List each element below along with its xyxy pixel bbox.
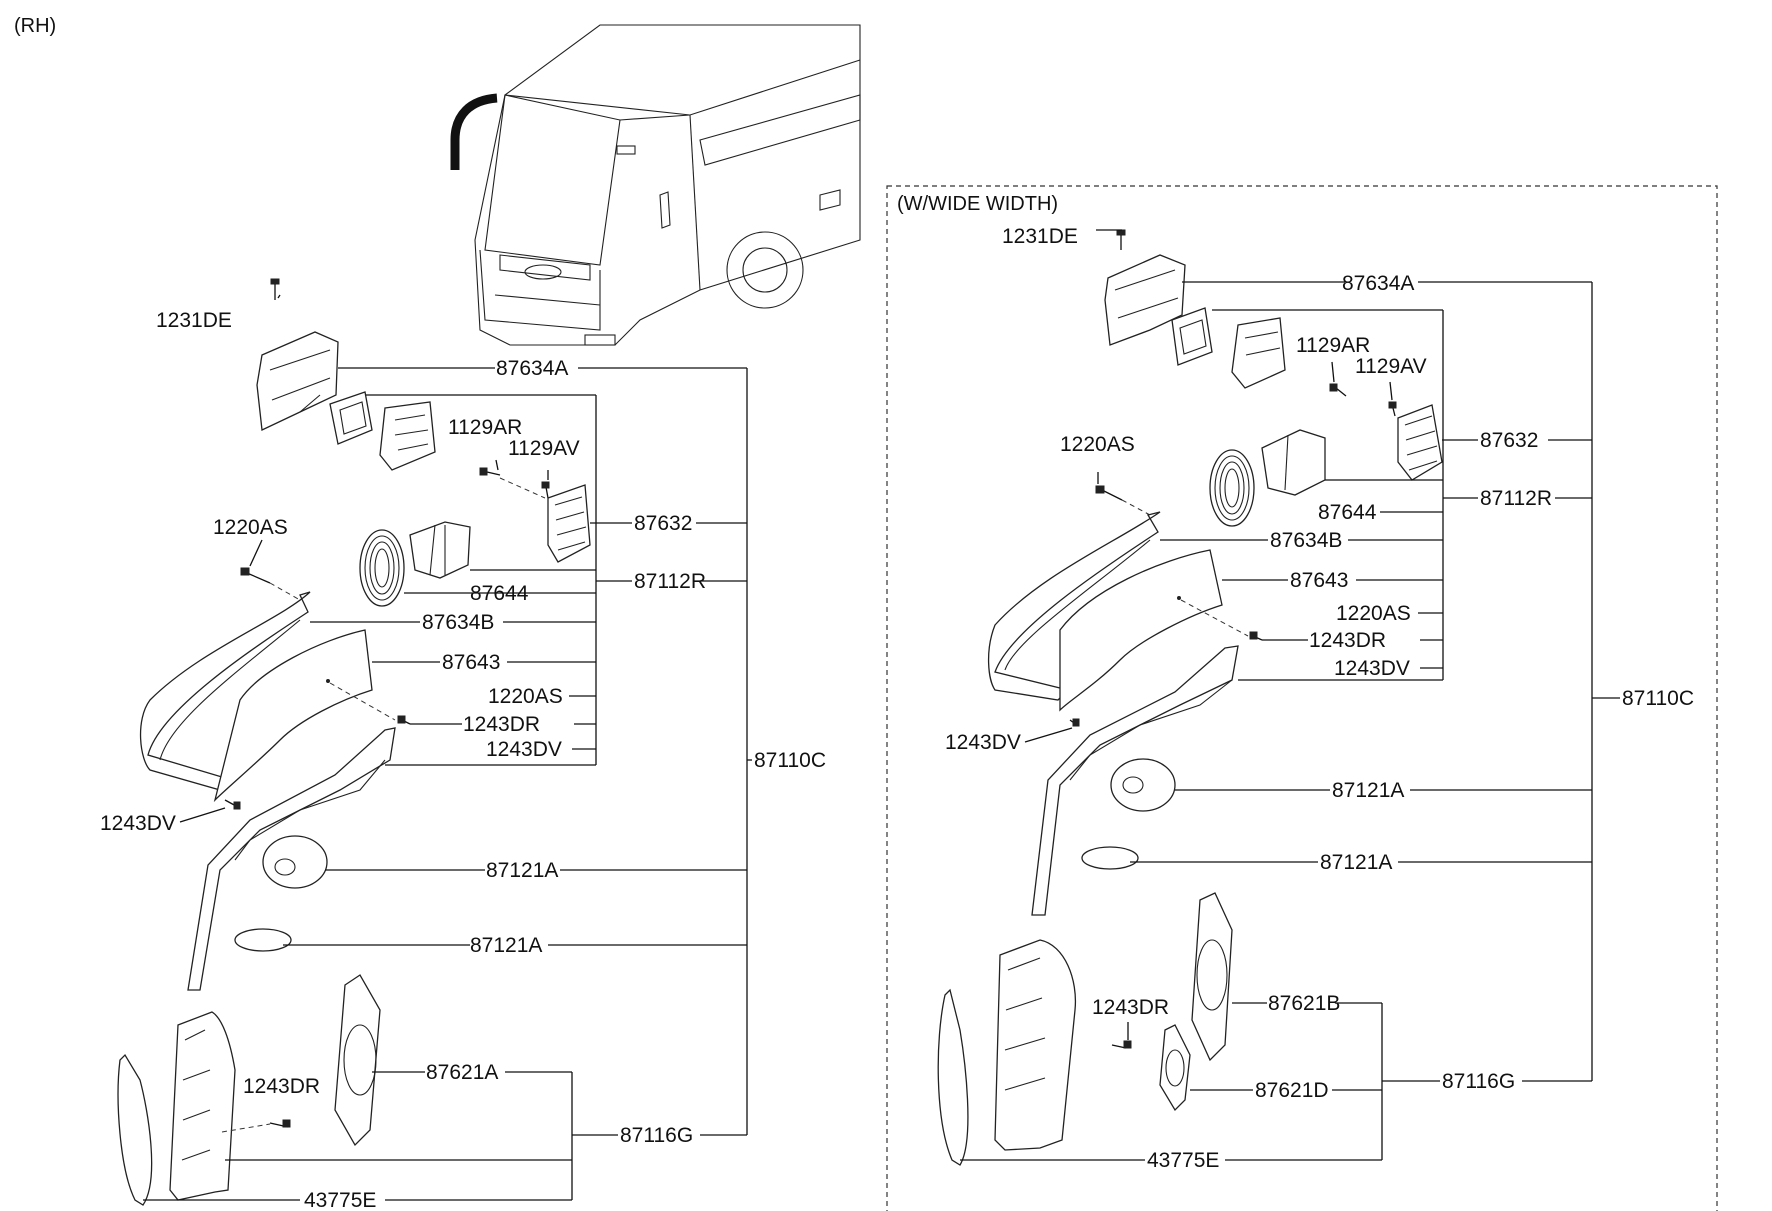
mirror-glass-upper [1191,892,1233,1062]
label-87121a-b-right: 87121A [1320,851,1392,874]
ribbed-boot [359,529,405,607]
label-1243dv-a-left: 1243DV [486,738,562,761]
label-1243dr-a-left: 1243DR [463,713,540,736]
motor-unit [1261,429,1326,496]
label-87121a-b-left: 87121A [470,934,542,957]
label-1243dv-a-right: 1243DV [1334,657,1410,680]
label-87116g-right: 87116G [1442,1070,1515,1093]
label-87632-right: 87632 [1480,429,1538,452]
label-87634b-left: 87634B [422,611,494,634]
label-87112r-left: 87112R [634,570,706,593]
mirror-body [994,939,1077,1151]
label-87643-right: 87643 [1290,569,1348,592]
label-87110c-right: 87110C [1622,687,1694,710]
mirror-housing-outer [117,1053,153,1206]
motor-unit [409,521,471,579]
actuator-block [1231,317,1286,389]
motor-plate [547,484,591,563]
bus-illustration [450,24,861,346]
mirror-glass [334,974,381,1147]
label-1129ar-left: 1129AR [448,416,522,439]
mirror-cover-part [256,331,339,431]
gasket [234,928,292,952]
mirror-arm [1031,645,1239,916]
label-87632-left: 87632 [634,512,692,535]
label-87644-right: 87644 [1318,501,1377,524]
glass-frame [1059,549,1223,712]
label-1220as-b-left: 1220AS [488,685,563,708]
right-callout-lines [960,229,1620,1161]
wide-width-box [886,185,1718,1211]
label-87116g-left: 87116G [620,1124,693,1147]
mirror-body [169,1011,236,1201]
glass-frame [213,629,373,803]
mirror-cover-part [1104,254,1186,346]
gasket [1081,846,1139,870]
housing-shell [987,511,1161,701]
label-1243dr-b-left: 1243DR [243,1075,320,1098]
label-1243dr-a-right: 1243DR [1309,629,1386,652]
right-assembly [937,229,1443,1166]
left-callout-lines [143,294,752,1201]
housing-shell [139,591,311,791]
label-87634b-right: 87634B [1270,529,1342,552]
label-43775e-right: 43775E [1147,1149,1219,1172]
label-87621a-left: 87621A [426,1061,498,1084]
label-87634a-right: 87634A [1342,272,1414,295]
left-labels: 1231DE 87634A 1129AR 1129AV 87632 1220AS… [100,309,826,1211]
mirror-base-disk [262,835,328,889]
label-1129av-left: 1129AV [508,437,580,460]
screw-1231de-left [270,278,280,300]
label-1220as-a-right: 1220AS [1060,433,1135,456]
label-87644-left: 87644 [470,582,529,605]
mirror-base-disk [1110,758,1176,812]
label-43775e-left: 43775E [304,1189,376,1211]
mirror-glass-lower [1159,1024,1191,1112]
left-assembly [117,278,591,1206]
label-1243dv-b-right: 1243DV [945,731,1021,754]
actuator-block [379,401,436,471]
label-87110c-left: 87110C [754,749,826,772]
bracket-plate [329,391,373,445]
label-1220as-a-left: 1220AS [213,516,288,539]
label-87621d-right: 87621D [1255,1079,1329,1102]
mirror-arm [187,727,396,991]
mirror-housing-outer [937,988,969,1166]
label-1243dr-b-right: 1243DR [1092,996,1169,1019]
wide-box-title: (W/WIDE WIDTH) [897,193,1058,215]
label-1231de-right: 1231DE [1002,225,1078,248]
label-87121a-a-left: 87121A [486,859,558,882]
right-labels: 1231DE 87634A 1129AR 1129AV 1220AS 87632… [945,225,1694,1172]
label-1129av-right: 1129AV [1355,355,1427,378]
label-87121a-a-right: 87121A [1332,779,1404,802]
label-1220as-b-right: 1220AS [1336,602,1411,625]
label-87112r-right: 87112R [1480,487,1552,510]
label-87634a-left: 87634A [496,357,568,380]
ribbed-boot [1209,449,1255,527]
side-label: (RH) [14,15,56,37]
motor-plate [1397,404,1443,481]
label-87643-left: 87643 [442,651,500,674]
label-1231de-left: 1231DE [156,309,232,332]
label-1129ar-right: 1129AR [1296,334,1370,357]
label-1243dv-b-left: 1243DV [100,812,176,835]
label-87621b-right: 87621B [1268,992,1340,1015]
